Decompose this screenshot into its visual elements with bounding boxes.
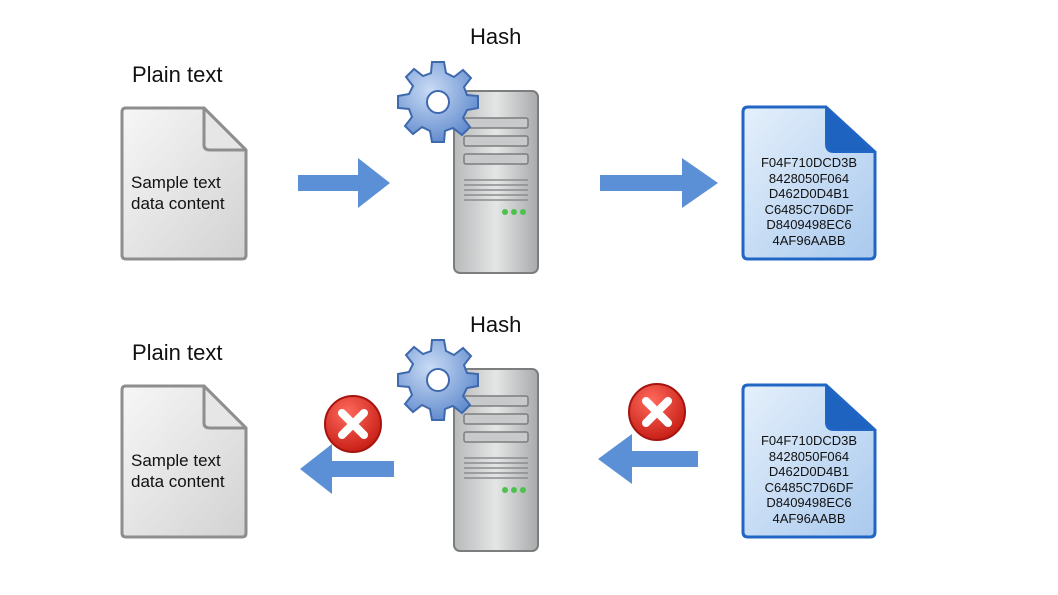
arrow-right-icon bbox=[600, 158, 718, 208]
hash-line: D462D0D4B1 bbox=[768, 186, 850, 201]
document-icon bbox=[120, 384, 248, 539]
hash-line: D462D0D4B1 bbox=[768, 464, 850, 479]
hash-line: D8409498EC6 bbox=[766, 217, 852, 232]
hash-title: Hash bbox=[470, 312, 522, 337]
hash-line: F04F710DCD3B bbox=[760, 433, 858, 448]
hash-title: Hash bbox=[470, 24, 522, 49]
hash-document-icon bbox=[741, 383, 877, 539]
hash-value: F04F710DCD3B 8428050F064 D462D0D4B1 C648… bbox=[744, 433, 874, 526]
document-text: Sample text data content bbox=[131, 450, 225, 492]
hash-line: F04F710DCD3B bbox=[760, 155, 858, 170]
document-text: Sample text data content bbox=[131, 172, 225, 214]
arrow-left-icon bbox=[300, 444, 394, 494]
gear-icon bbox=[397, 61, 479, 143]
error-icon bbox=[324, 395, 382, 453]
hash-line: 4AF96AABB bbox=[772, 232, 846, 248]
document-icon bbox=[120, 106, 248, 261]
document-line: data content bbox=[131, 194, 225, 213]
hash-line: 8428050F064 bbox=[768, 448, 850, 464]
plain-text-title: Plain text bbox=[132, 340, 223, 365]
document-line: Sample text bbox=[131, 451, 221, 470]
error-icon bbox=[628, 383, 686, 441]
hash-line: 4AF96AABB bbox=[772, 510, 846, 526]
gear-icon bbox=[397, 339, 479, 421]
arrow-right-icon bbox=[298, 158, 390, 208]
server-icon bbox=[453, 368, 539, 552]
arrow-left-icon bbox=[598, 434, 698, 484]
document-line: data content bbox=[131, 472, 225, 491]
hash-line: D8409498EC6 bbox=[766, 495, 852, 510]
hash-line: C6485C7D6DF bbox=[764, 479, 854, 495]
server-icon bbox=[453, 90, 539, 274]
plain-text-title: Plain text bbox=[132, 62, 223, 87]
hash-value: F04F710DCD3B 8428050F064 D462D0D4B1 C648… bbox=[744, 155, 874, 248]
hash-document-icon bbox=[741, 105, 877, 261]
document-line: Sample text bbox=[131, 173, 221, 192]
hash-line: 8428050F064 bbox=[768, 170, 850, 186]
hash-line: C6485C7D6DF bbox=[764, 201, 854, 217]
